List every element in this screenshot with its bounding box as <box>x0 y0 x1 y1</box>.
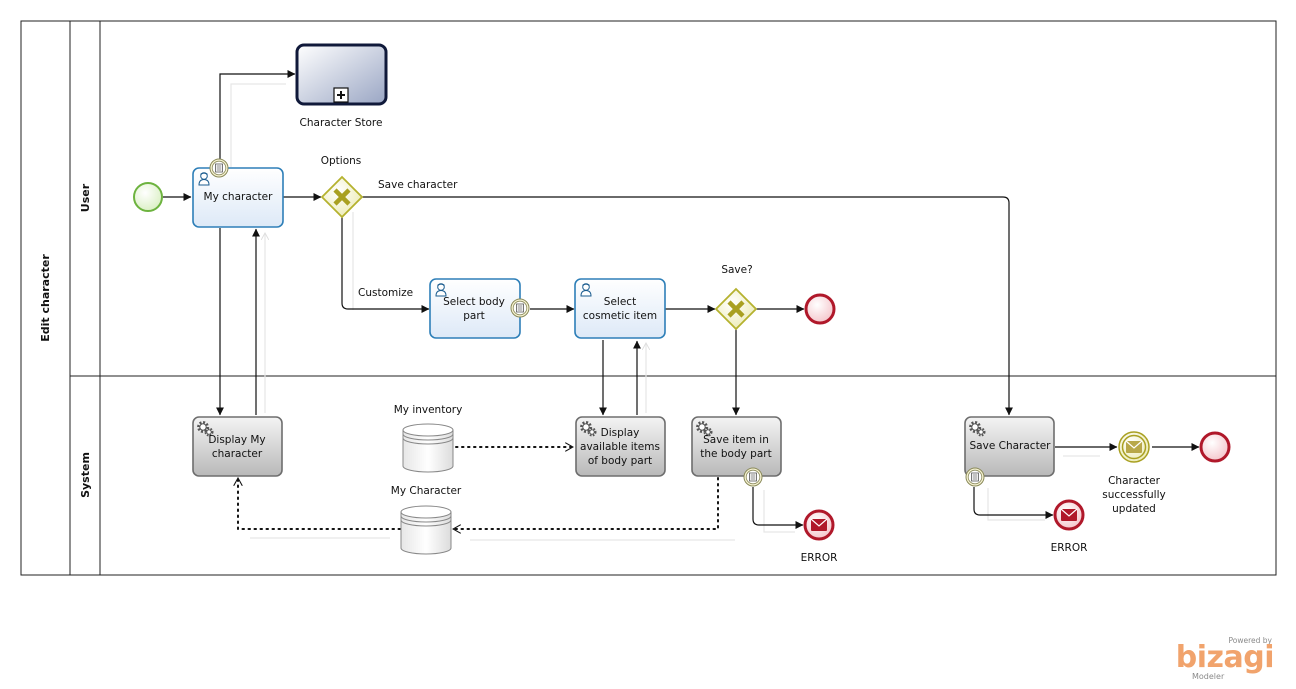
save-character-flow-label: Save character <box>378 179 458 191</box>
select-cosmetic-item-label-1: Select <box>604 296 636 308</box>
flow-to-character-store <box>219 70 296 167</box>
conditional-icon <box>209 158 229 178</box>
my-character-label: My character <box>204 191 274 203</box>
select-cosmetic-item-label-2: cosmetic item <box>583 310 657 322</box>
sequence-flows <box>163 70 1200 529</box>
success-label-2: successfully <box>1102 489 1165 501</box>
save-item-label-1: Save item in <box>703 434 769 446</box>
select-body-part-task[interactable] <box>429 278 521 339</box>
error-end-event[interactable] <box>803 509 835 541</box>
lane-user-label: User <box>79 183 92 212</box>
flow-save-character <box>362 196 1013 416</box>
start-event[interactable] <box>133 182 163 212</box>
flow-customize <box>341 216 430 313</box>
character-store-label: Character Store <box>300 117 383 129</box>
conditional-icon <box>510 298 530 318</box>
save-character-task[interactable] <box>964 416 1055 477</box>
brand-name: bizagi <box>1175 640 1275 675</box>
customize-flow-label: Customize <box>358 287 413 299</box>
display-available-items-label-2: available items <box>580 441 660 453</box>
pool-title: Edit character <box>39 254 52 342</box>
save-item-label-2: the body part <box>700 448 771 460</box>
select-body-part-label-2: part <box>463 310 485 322</box>
options-gateway[interactable] <box>320 175 364 219</box>
options-gateway-label: Options <box>321 155 362 167</box>
flow-save-char-error <box>973 487 1054 519</box>
conditional-icon <box>743 467 763 487</box>
flow-save-item-error <box>752 487 804 529</box>
display-available-items-task[interactable] <box>575 416 666 477</box>
bizagi-logo: Powered by bizagi Modeler <box>1176 636 1275 684</box>
my-character-datastore-label: My Character <box>391 485 462 497</box>
ghost-connectors <box>230 83 1100 541</box>
my-character-datastore[interactable] <box>400 505 452 555</box>
display-available-items-label-1: Display <box>601 427 640 439</box>
end-event[interactable] <box>804 293 836 325</box>
success-label-3: updated <box>1112 503 1156 515</box>
display-available-items-label-3: of body part <box>588 455 652 467</box>
error-end-event[interactable] <box>1053 499 1085 531</box>
end-event[interactable] <box>1199 431 1231 463</box>
display-my-character-task[interactable] <box>192 416 283 477</box>
display-my-character-label-2: character <box>212 448 263 460</box>
error-label: ERROR <box>1051 542 1088 554</box>
associations <box>238 447 719 529</box>
my-inventory-datastore[interactable] <box>402 423 454 473</box>
conditional-icon <box>965 467 985 487</box>
save-item-task[interactable] <box>691 416 782 477</box>
my-character-task[interactable] <box>192 167 284 228</box>
my-inventory-label: My inventory <box>394 404 463 416</box>
save-character-label: Save Character <box>970 440 1052 452</box>
message-intermediate-event[interactable] <box>1118 431 1150 463</box>
select-cosmetic-item-task[interactable] <box>574 278 666 339</box>
powered-by-text: Powered by <box>1228 636 1272 645</box>
success-label-1: Character <box>1108 475 1161 487</box>
product-name: Modeler <box>1192 672 1225 681</box>
save-gateway-label: Save? <box>721 264 752 276</box>
display-my-character-label-1: Display My <box>208 434 265 446</box>
save-gateway[interactable] <box>714 287 758 331</box>
error-label: ERROR <box>801 552 838 564</box>
lane-system-label: System <box>79 452 92 498</box>
select-body-part-label-1: Select body <box>443 296 505 308</box>
character-store-subprocess[interactable] <box>295 43 388 106</box>
